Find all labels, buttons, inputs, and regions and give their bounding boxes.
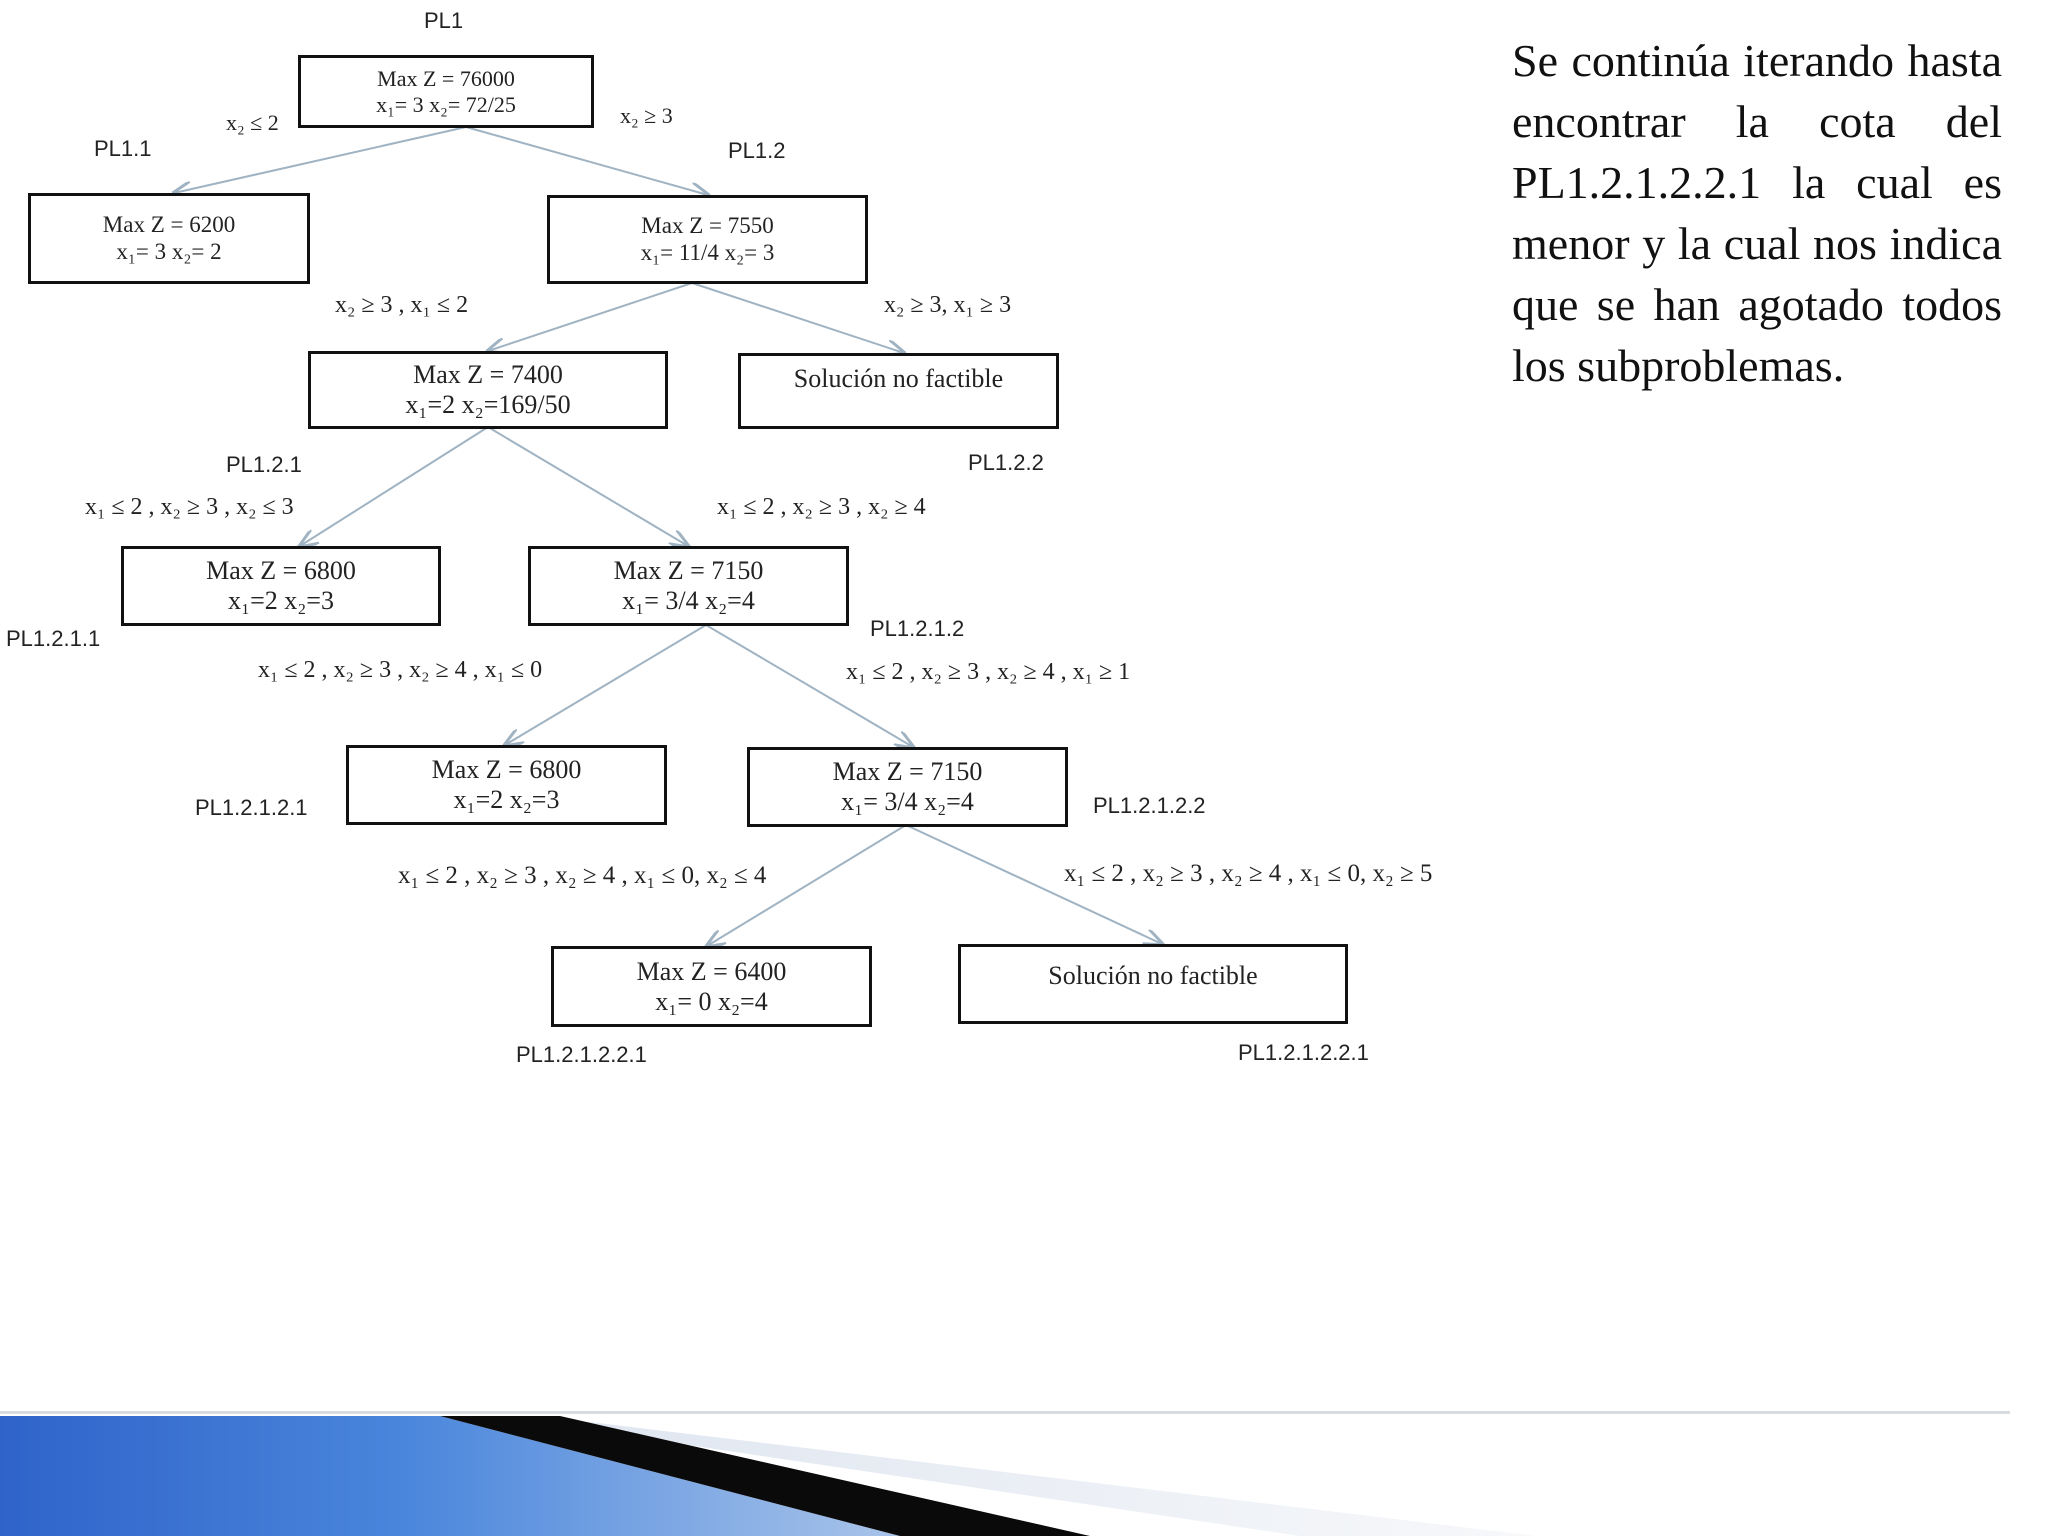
cond-right-1: x₂ ≥ 3: [620, 103, 673, 128]
tag-pl1-2-1-2: PL1.2.1.2: [870, 616, 965, 641]
node-pl1-1: Max Z = 6200 x₁= 3 x₂= 2: [28, 193, 310, 284]
edge-pl1-2-1-pl1-2-1-2: [487, 426, 688, 546]
edge-pl1-2-pl1-2-1: [488, 282, 693, 351]
node-pl1-solution: x₁= 3 x₂= 72/25: [376, 91, 516, 117]
explanation-text: Se continúa iterando hasta encontrar la …: [1512, 35, 2002, 391]
node-pl1-2-2: Solución no factible: [738, 353, 1059, 429]
tree-edges: [0, 126, 1536, 1100]
node-pl1-2-2-status: Solución no factible: [793, 364, 1004, 393]
footer-dark-stripe: [440, 1416, 1090, 1536]
cond-left-5: x₁ ≤ 2 , x₂ ≥ 3 , x₂ ≥ 4 , x₁ ≤ 0, x₂ ≤ …: [398, 862, 767, 889]
edge-pl1-2-1-pl1-2-1-1: [300, 426, 489, 546]
tag-pl1: PL1: [424, 8, 464, 33]
tag-pl1-2-2: PL1.2.2: [968, 450, 1044, 475]
node-pl1-2-1-2-2-1-objective: Max Z = 6400: [636, 956, 787, 986]
edge-pl1-2-1-2-pl1-2-1-2-1: [505, 624, 707, 745]
cond-left-4: x₁ ≤ 2 , x₂ ≥ 3 , x₂ ≥ 4 , x₁ ≤ 0: [258, 657, 543, 683]
node-pl1-2-1-1-solution: x₁=2 x₂=3: [228, 586, 334, 615]
node-pl1-2-1-2-2-1-solution: x₁= 0 x₂=4: [655, 986, 768, 1016]
node-pl1-2-1-1: Max Z = 6800 x₁=2 x₂=3: [121, 546, 441, 626]
node-pl1-2-1-2-solution: x₁= 3/4 x₂=4: [622, 586, 755, 615]
tag-pl1-1: PL1.1: [94, 136, 152, 161]
tag-pl1-2-1-2-2: PL1.2.1.2.2: [1093, 793, 1206, 818]
edge-pl1-2-1-2-pl1-2-1-2-2: [705, 624, 913, 747]
cond-right-2: x₂ ≥ 3, x₁ ≥ 3: [884, 292, 1012, 318]
footer-pale-wedge: [540, 1416, 1536, 1536]
cond-right-3: x₁ ≤ 2 , x₂ ≥ 3 , x₂ ≥ 4: [717, 494, 926, 520]
node-pl1-2-objective: Max Z = 7550: [641, 213, 774, 239]
tag-pl1-2-1: PL1.2.1: [226, 452, 302, 477]
node-pl1-2-1-2-1-solution: x₁=2 x₂=3: [453, 785, 560, 814]
edge-pl1-pl1-2: [465, 126, 708, 195]
edge-pl1-2-1-2-2-infeasible: [905, 824, 1162, 944]
edge-pl1-pl1-1: [174, 126, 467, 193]
cond-right-5: x₁ ≤ 2 , x₂ ≥ 3 , x₂ ≥ 4 , x₁ ≤ 0, x₂ ≥ …: [1064, 860, 1433, 887]
tag-pl1-2-1-2-1: PL1.2.1.2.1: [195, 795, 308, 820]
tag-pl1-2-1-2-2-1: PL1.2.1.2.2.1: [516, 1042, 647, 1067]
footer-decoration: [0, 1406, 2048, 1536]
tag-pl1-2-1-2-2-2: PL1.2.1.2.2.1: [1238, 1040, 1369, 1065]
node-pl1-2-1-objective: Max Z = 7400: [413, 360, 563, 390]
footer-shapes: [0, 1416, 1536, 1536]
node-pl1-2-1-1-objective: Max Z = 6800: [206, 556, 356, 586]
node-pl1-2-1-2-2-1: Max Z = 6400 x₁= 0 x₂=4: [551, 946, 872, 1027]
cond-left-1: x₂ ≤ 2: [226, 110, 279, 135]
node-pl1-2-1: Max Z = 7400 x₁=2 x₂=169/50: [308, 351, 668, 429]
node-pl1-2-1-2-2-2-status: Solución no factible: [1048, 961, 1258, 990]
node-pl1-2-1-2: Max Z = 7150 x₁= 3/4 x₂=4: [528, 546, 849, 626]
node-pl1-objective: Max Z = 76000: [377, 66, 515, 92]
branch-and-bound-tree: Max Z = 76000 x₁= 3 x₂= 72/25 Max Z = 62…: [0, 8, 1536, 1100]
node-pl1-2: Max Z = 7550 x₁= 11/4 x₂= 3: [547, 195, 868, 284]
node-pl1-2-1-2-2-solution: x₁= 3/4 x₂=4: [841, 787, 974, 816]
cond-left-3: x₁ ≤ 2 , x₂ ≥ 3 , x₂ ≤ 3: [85, 494, 294, 520]
tag-pl1-2-1-1: PL1.2.1.1: [6, 626, 101, 651]
edge-pl1-2-1-2-2-pl1-2-1-2-2-1: [707, 824, 907, 946]
tag-pl1-2: PL1.2: [728, 138, 786, 163]
cond-left-2: x₂ ≥ 3 , x₁ ≤ 2: [335, 292, 469, 318]
cond-right-4: x₁ ≤ 2 , x₂ ≥ 3 , x₂ ≥ 4 , x₁ ≥ 1: [846, 659, 1131, 685]
node-pl1-1-objective: Max Z = 6200: [102, 212, 236, 238]
node-pl1-2-1-solution: x₁=2 x₂=169/50: [405, 390, 571, 419]
node-pl1: Max Z = 76000 x₁= 3 x₂= 72/25: [298, 55, 594, 128]
node-pl1-2-1-2-objective: Max Z = 7150: [613, 556, 764, 586]
edge-pl1-2-pl1-2-2: [691, 282, 904, 353]
footer-blue-band: [0, 1416, 900, 1536]
footer-divider: [0, 1411, 2010, 1414]
node-pl1-2-1-2-1: Max Z = 6800 x₁=2 x₂=3: [346, 745, 667, 825]
node-pl1-2-1-2-2-objective: Max Z = 7150: [832, 757, 983, 787]
node-pl1-2-1-2-1-objective: Max Z = 6800: [431, 755, 582, 785]
node-pl1-2-1-2-2-2: Solución no factible: [958, 944, 1348, 1024]
node-pl1-2-solution: x₁= 11/4 x₂= 3: [640, 239, 775, 265]
node-pl1-2-1-2-2: Max Z = 7150 x₁= 3/4 x₂=4: [747, 747, 1068, 827]
node-pl1-1-solution: x₁= 3 x₂= 2: [116, 238, 222, 264]
